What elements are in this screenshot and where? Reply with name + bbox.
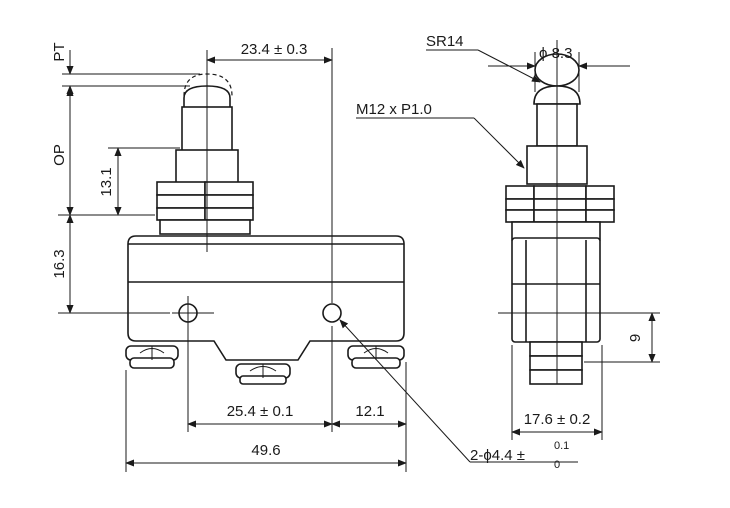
side-nut-r1 [585,185,615,200]
side-dimensions: ϕ 8.3 SR14 M12 x P1.0 9 17.6 ± 0.2 [356,33,656,436]
terminal-left [125,345,179,369]
side-nut-l1 [505,185,535,200]
terminal-middle [235,363,291,385]
nut-right-mid [204,194,254,209]
side-terminal-3 [529,369,583,385]
front-extension-lines [58,48,407,472]
sr14-leader [477,49,541,83]
dim-17-6-label: 17.6 ± 0.2 [524,411,591,428]
side-nut-c3 [533,209,587,223]
phi-8-3-label: ϕ 8.3 [539,45,572,62]
side-nut-r3 [585,209,615,223]
mounting-hole-right [322,303,342,323]
front-dimensions: PT OP 13.1 16.3 23.4 ± 0.3 25.4 ± 0.1 12… [51,41,578,471]
nut-left-bottom [156,207,206,221]
side-nut-l2 [505,198,535,211]
dim-16-3-label: 16.3 [51,249,68,278]
hole-tol-upper: 0.1 [554,440,569,452]
hole-spec-label: 2-ϕ4.4 ± [470,447,525,464]
side-nut-c2 [533,198,587,211]
side-nut-l3 [505,209,535,223]
front-view [125,50,405,385]
side-terminal-2 [529,355,583,371]
thread-collar [159,219,251,235]
terminal-right [347,345,405,369]
m12-leader [473,117,525,169]
dim-9-label: 9 [627,334,644,342]
dim-23-4-label: 23.4 ± 0.3 [241,41,308,58]
nut-right-top [204,181,254,196]
dim-49-6-label: 49.6 [251,442,280,459]
side-nut-c1 [533,185,587,200]
pt-label: PT [51,42,68,61]
sr14-label: SR14 [426,33,464,50]
nut-left-top [156,181,206,196]
side-nut-r2 [585,198,615,211]
hole-leader [339,319,471,463]
switch-body [127,235,405,361]
dim-12-1-label: 12.1 [355,403,384,420]
side-view [505,40,615,385]
side-extension-lines [498,52,660,440]
nut-left-mid [156,194,206,209]
side-terminal-1 [529,341,583,357]
m12-label: M12 x P1.0 [356,101,432,118]
op-label: OP [51,144,68,166]
dim-13-1-label: 13.1 [98,167,115,196]
hole-tol-lower: 0 [554,459,560,471]
nut-right-bottom [204,207,254,221]
dim-25-4-label: 25.4 ± 0.1 [227,403,294,420]
